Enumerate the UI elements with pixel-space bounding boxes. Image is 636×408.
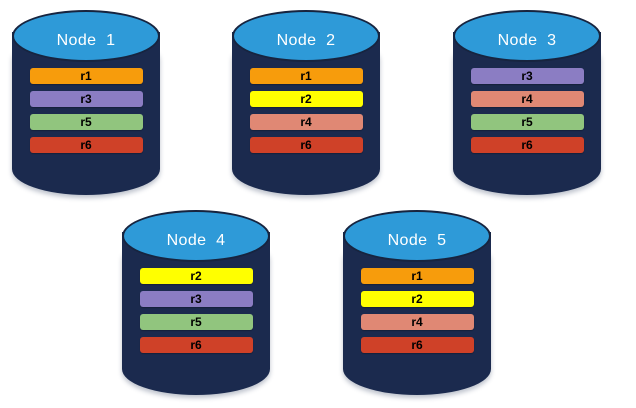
replica-band-r6[interactable]: r6	[470, 137, 584, 153]
node-label: Node 4	[166, 232, 226, 249]
replica-band-r1[interactable]: r1	[360, 268, 474, 284]
replica-band-r1[interactable]: r1	[29, 68, 143, 84]
replica-band-r3[interactable]: r3	[139, 291, 253, 307]
node-label: Node 1	[56, 32, 116, 49]
node-label: Node 2	[276, 32, 336, 49]
cylinder-top-ellipse	[12, 10, 160, 62]
replica-band-r3[interactable]: r3	[29, 91, 143, 107]
replica-band-r5[interactable]: r5	[29, 114, 143, 130]
replica-band-r3[interactable]: r3	[470, 68, 584, 84]
replica-band-list: r2 r3 r5 r6	[122, 268, 270, 353]
replica-band-r6[interactable]: r6	[29, 137, 143, 153]
node-label: Node 5	[387, 232, 447, 249]
replica-band-list: r1 r2 r4 r6	[343, 268, 491, 353]
node-cylinder-2[interactable]: Node 2 r1 r2 r4 r6	[232, 10, 380, 195]
node-cylinder-3[interactable]: Node 3 r3 r4 r5 r6	[453, 10, 601, 195]
replica-band-r2[interactable]: r2	[360, 291, 474, 307]
replica-band-r4[interactable]: r4	[470, 91, 584, 107]
replica-band-list: r1 r3 r5 r6	[12, 68, 160, 153]
replica-band-list: r3 r4 r5 r6	[453, 68, 601, 153]
node-cylinder-4[interactable]: Node 4 r2 r3 r5 r6	[122, 210, 270, 395]
replica-band-r6[interactable]: r6	[360, 337, 474, 353]
replica-band-r1[interactable]: r1	[249, 68, 363, 84]
replica-band-r6[interactable]: r6	[139, 337, 253, 353]
replica-band-r6[interactable]: r6	[249, 137, 363, 153]
replica-band-r4[interactable]: r4	[360, 314, 474, 330]
replica-band-r5[interactable]: r5	[139, 314, 253, 330]
node-label: Node 3	[497, 32, 557, 49]
replica-band-r2[interactable]: r2	[249, 91, 363, 107]
node-cylinder-5[interactable]: Node 5 r1 r2 r4 r6	[343, 210, 491, 395]
cylinder-top-ellipse	[453, 10, 601, 62]
replica-band-r4[interactable]: r4	[249, 114, 363, 130]
cylinder-top-ellipse	[232, 10, 380, 62]
cylinder-top-ellipse	[122, 210, 270, 262]
replica-band-r2[interactable]: r2	[139, 268, 253, 284]
replica-band-r5[interactable]: r5	[470, 114, 584, 130]
replica-band-list: r1 r2 r4 r6	[232, 68, 380, 153]
cylinder-top-ellipse	[343, 210, 491, 262]
node-cylinder-1[interactable]: Node 1 r1 r3 r5 r6	[12, 10, 160, 195]
